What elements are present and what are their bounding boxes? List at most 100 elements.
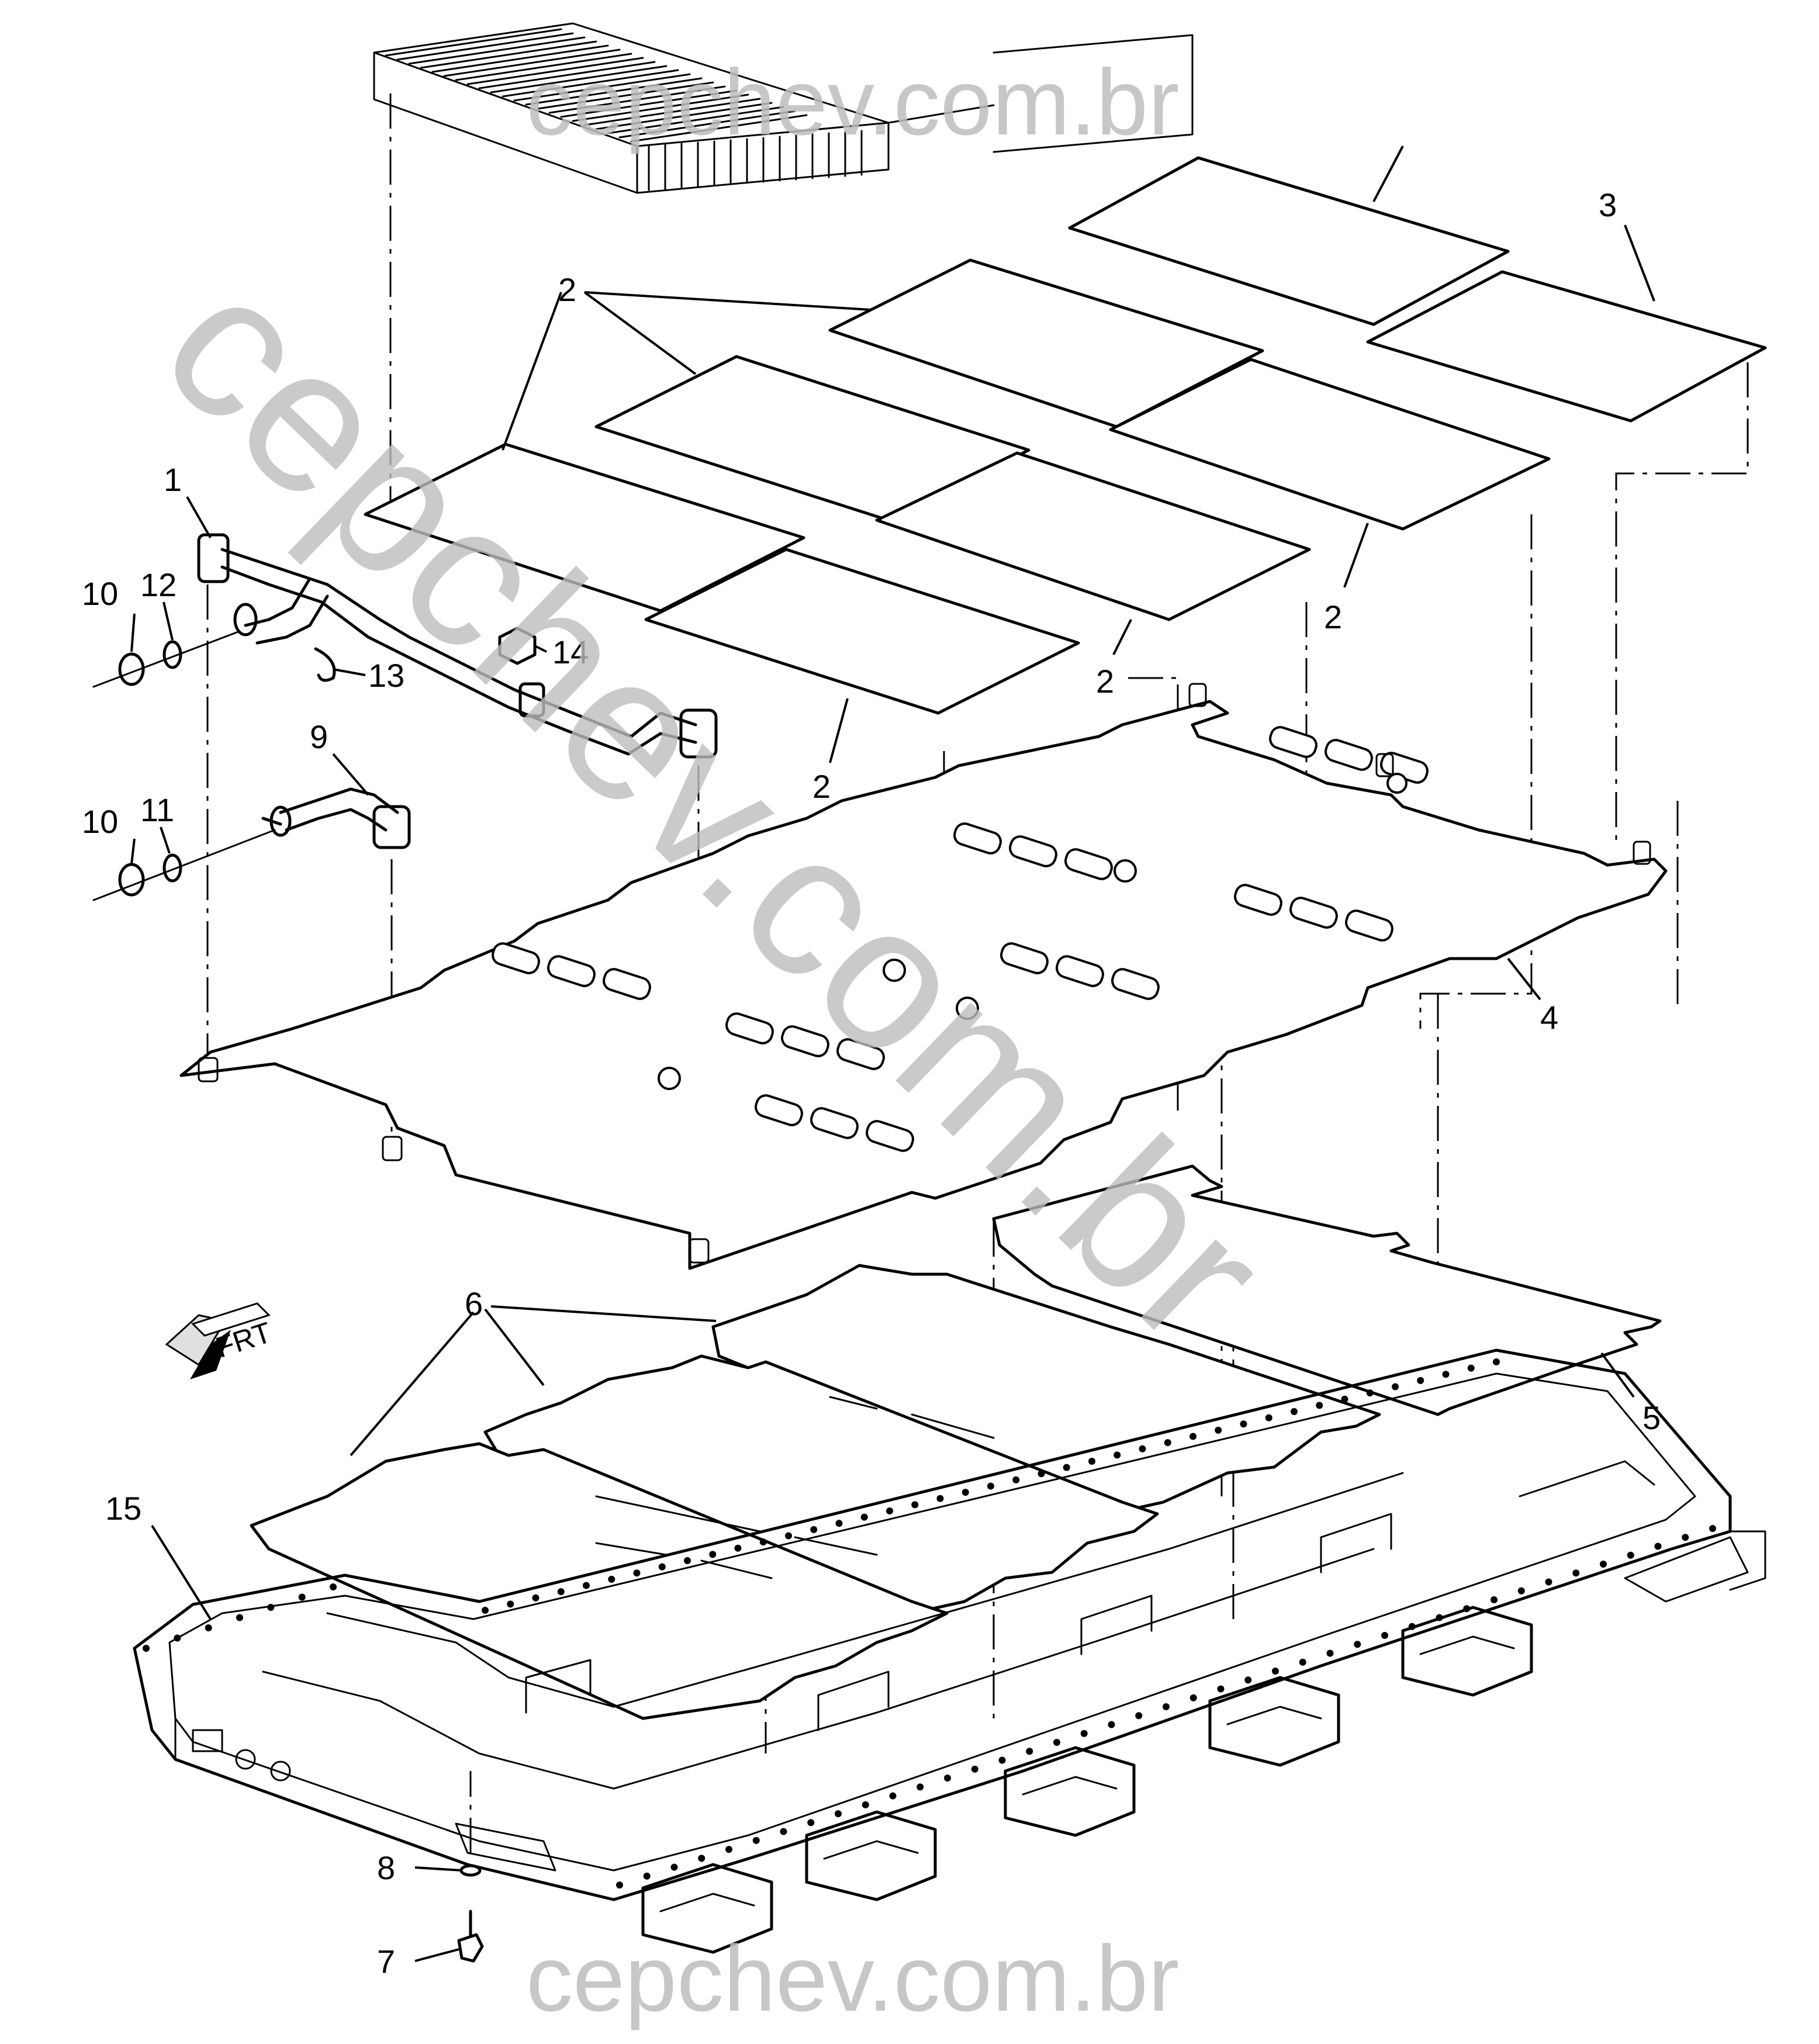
tray-bolt-hole	[1108, 1721, 1115, 1728]
sheet-markings	[595, 1396, 995, 1579]
module-rib	[385, 28, 562, 57]
tray-bolt-hole	[1244, 1676, 1252, 1684]
tray-bolt-hole	[1139, 1445, 1146, 1452]
tray-mounting-bracket	[805, 1810, 937, 1901]
nut-14	[498, 627, 537, 665]
tray-bolt-hole	[911, 1501, 919, 1509]
tray-bolt-hole	[670, 1863, 678, 1871]
module-rib	[630, 114, 808, 143]
gasket-slot	[547, 955, 596, 987]
tray-bolt-hole	[807, 1819, 815, 1827]
tray-bolt-hole	[709, 1551, 717, 1558]
front-arrow-icon: FRT	[165, 1302, 275, 1379]
module-rib	[420, 40, 597, 69]
callout-5: 5	[1642, 1399, 1661, 1436]
callout-2-top: 2	[558, 271, 576, 308]
callout-3: 3	[1599, 186, 1617, 223]
callout-2-right: 2	[1324, 599, 1342, 635]
tray-bolt-hole	[583, 1582, 590, 1589]
tray-bolt-hole	[936, 1495, 944, 1502]
tray-bolt-hole	[862, 1801, 869, 1808]
tray-bolt-hole	[1189, 1694, 1197, 1701]
module-rib	[572, 94, 749, 122]
tray-bolt-hole	[1392, 1383, 1399, 1391]
thermal-sheets	[250, 1264, 1381, 1720]
pad-row1-a	[828, 258, 1264, 428]
locating-pins	[198, 683, 1651, 1264]
gasket-slot	[1345, 909, 1393, 942]
tray-mounting-bracket	[641, 1863, 773, 1954]
tray-bolt-hole	[507, 1600, 514, 1608]
tray-bolt-hole	[1654, 1542, 1662, 1550]
tray-bolt-hole	[684, 1557, 691, 1564]
tray-bolt-hole	[1326, 1649, 1334, 1657]
tray-bolt-hole	[835, 1810, 842, 1817]
tray-bolt-hole	[1381, 1632, 1388, 1639]
callout-1: 1	[164, 461, 182, 498]
leader-lines	[130, 146, 1655, 1962]
callouts: 1 2 2 2 2 3 4 5 6 7 8 9 10 10 11 12 13 1…	[82, 186, 1661, 1980]
tray-bolt-hole	[557, 1588, 565, 1596]
gasket-slot	[1325, 739, 1373, 771]
gasket-slot	[1009, 835, 1057, 867]
tray-bolt-hole	[1113, 1451, 1121, 1459]
tray-bolt-hole	[785, 1532, 792, 1540]
module-rib	[490, 65, 668, 94]
watermark-bottom: cepchev.com.br	[526, 1926, 1180, 2031]
battery-module-top	[373, 22, 1194, 194]
tray-bolt-hole	[616, 1882, 623, 1889]
callout-14: 14	[552, 634, 589, 670]
sheet-2	[483, 1354, 1159, 1615]
gasket-slot	[866, 1120, 914, 1152]
callout-15: 15	[105, 1490, 141, 1527]
callout-2-mid-a: 2	[812, 768, 831, 805]
upper-gasket-frame	[179, 700, 1668, 1270]
tray-bolt-hole	[1709, 1525, 1716, 1532]
callout-11: 11	[140, 791, 174, 828]
tray-bolt-hole	[1467, 1364, 1475, 1372]
callout-10-a: 10	[82, 575, 118, 612]
tray-bolt-hole	[1417, 1376, 1424, 1384]
tray-bolt-hole	[633, 1569, 641, 1577]
tray-bolt-hole	[1088, 1458, 1095, 1465]
module-rib	[408, 36, 586, 65]
tray-bolt-hole	[1026, 1748, 1033, 1755]
module-rib	[502, 69, 679, 98]
tray-bolt-hole	[1291, 1408, 1298, 1415]
module-rib	[595, 102, 773, 130]
tray-bolt-hole	[1572, 1569, 1580, 1577]
fasteners	[92, 627, 537, 1963]
gasket-slot	[1234, 884, 1282, 916]
tray-bolt-hole	[1053, 1739, 1060, 1746]
tray-bracket-detail	[659, 1893, 755, 1912]
seal-10b	[118, 863, 145, 897]
module-rib	[513, 73, 691, 102]
callout-2-mid-b: 2	[1096, 663, 1114, 700]
module-rib	[618, 110, 796, 139]
tray-bolt-hole	[1299, 1658, 1306, 1666]
watermark-top: cepchev.com.br	[526, 50, 1180, 154]
tray-bolt-hole	[1080, 1730, 1088, 1737]
tray-bracket-detail	[1226, 1706, 1322, 1725]
tray-bracket-detail	[823, 1840, 919, 1860]
tray-bolt-hole	[1442, 1371, 1450, 1378]
gasket-slot	[603, 968, 651, 1000]
gasket-slot	[1269, 726, 1317, 758]
tray-bolt-hole	[962, 1489, 969, 1496]
tray-bolt-hole	[998, 1756, 1006, 1764]
ring-12	[162, 640, 182, 669]
module-rib	[443, 49, 621, 77]
tray-bolt-hole	[643, 1872, 651, 1880]
module-rib	[583, 98, 761, 126]
module-rib	[455, 53, 632, 81]
gasket-slot	[836, 1038, 885, 1070]
thermal-pads	[364, 156, 1767, 715]
tray-bolt-hole	[886, 1507, 893, 1514]
tray-mounting-bracket	[1004, 1746, 1136, 1837]
callout-10-b: 10	[82, 803, 118, 840]
tray-bolt-hole	[1493, 1358, 1500, 1365]
coolant-pipe-9	[261, 787, 411, 849]
tray-bolt-hole	[236, 1614, 243, 1621]
tray-bolt-hole	[835, 1520, 843, 1527]
tray-bolt-hole	[205, 1624, 212, 1631]
